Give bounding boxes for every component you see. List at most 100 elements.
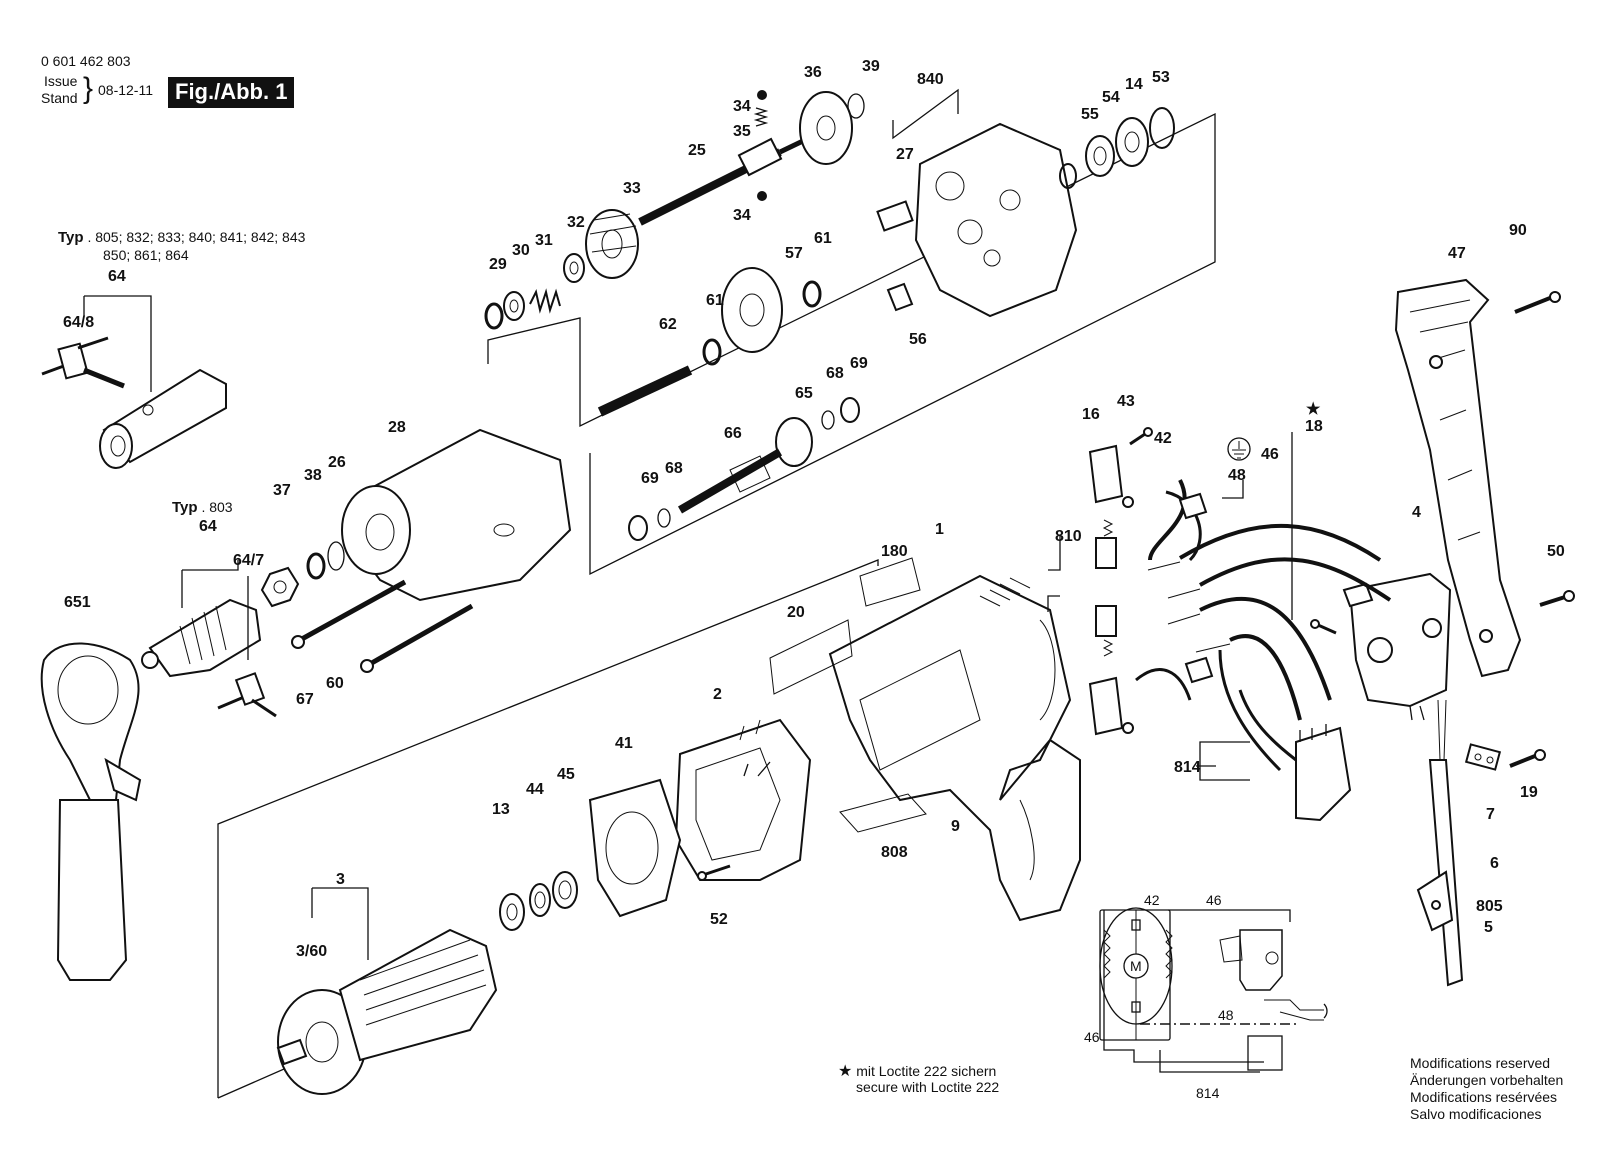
gear-housing-28 (341, 428, 572, 602)
label-66: 66 (724, 425, 742, 442)
decal-180 (859, 557, 921, 607)
part-labels: 34 35 36 39 840 27 55 54 14 53 25 33 34 … (63, 58, 1565, 1101)
label-20: 20 (787, 604, 805, 621)
suppressor-814 (1218, 649, 1352, 822)
chuck-key-64-8 (41, 336, 125, 389)
stand-label: Stand (41, 90, 78, 106)
wiring-harness-46 (1147, 479, 1392, 721)
chuck-64-upper (99, 368, 227, 469)
spindle-62 (597, 365, 693, 417)
bearing-plate-840 (876, 122, 1078, 318)
washer-30 (503, 291, 525, 321)
label-19: 19 (1520, 784, 1538, 801)
side-handle-651 (40, 642, 142, 981)
label-6: 6 (1490, 855, 1499, 872)
schematic-label-46-top: 46 (1206, 892, 1222, 908)
label-25: 25 (688, 142, 706, 159)
loctite-note-en: secure with Loctite 222 (856, 1079, 1000, 1095)
chuck-key-64-7 (217, 672, 277, 718)
label-65: 65 (795, 385, 813, 402)
label-4: 4 (1412, 504, 1421, 521)
wiring-schematic (1099, 907, 1328, 1073)
issue-date: 08-12-11 (98, 82, 154, 98)
washer-44 (529, 883, 551, 917)
label-5: 5 (1484, 919, 1493, 936)
loctite-note: ★ mit Loctite 222 sichern (838, 1063, 996, 1080)
washer-39 (847, 93, 865, 119)
schematic-label-42: 42 (1144, 892, 1160, 908)
label-39: 39 (862, 58, 880, 75)
bearing-69-upper (840, 397, 860, 423)
upper-assembly-outline (487, 112, 1216, 576)
washer-68-upper (821, 410, 835, 430)
fan-baffle-41 (588, 778, 682, 918)
washer-45 (552, 871, 578, 909)
label-43: 43 (1117, 393, 1135, 410)
ball-34-lower (757, 191, 767, 201)
label-44: 44 (526, 781, 544, 798)
label-814: 814 (1174, 759, 1201, 776)
label-180: 180 (881, 543, 908, 560)
sleeve-56 (886, 282, 914, 312)
label-32: 32 (567, 214, 585, 231)
label-68-upper: 68 (826, 365, 844, 382)
label-28: 28 (388, 419, 406, 436)
label-34-lower: 34 (733, 207, 751, 224)
label-7: 7 (1486, 806, 1495, 823)
brace-symbol: } (83, 72, 94, 105)
typ-lower-label: Typ (172, 499, 198, 516)
modifications-block: Modifications reserved Änderungen vorbeh… (1410, 1055, 1563, 1123)
label-31: 31 (535, 232, 553, 249)
lower-assembly-outline (217, 559, 879, 1098)
drill-chuck-64 (141, 598, 262, 678)
washer-54 (1085, 135, 1115, 177)
cable-clamp-7 (1464, 743, 1502, 771)
shaft-66 (677, 448, 783, 514)
label-3-60: 3/60 (296, 943, 327, 960)
label-69-upper: 69 (850, 355, 868, 372)
label-9: 9 (951, 818, 960, 835)
label-60: 60 (326, 675, 344, 692)
retaining-ring-38 (306, 552, 326, 580)
switch-screw (1310, 619, 1337, 635)
label-35: 35 (733, 123, 751, 140)
label-90: 90 (1509, 222, 1527, 239)
seal-26 (327, 541, 345, 571)
washer-55 (1059, 163, 1077, 189)
gear-33 (585, 209, 639, 279)
screw-52 (697, 864, 731, 881)
label-13: 13 (492, 801, 510, 818)
label-52: 52 (710, 911, 728, 928)
label-3: 3 (336, 871, 345, 888)
armature-3 (276, 928, 498, 1095)
label-69-lower: 69 (641, 470, 659, 487)
label-45: 45 (557, 766, 575, 783)
modifications-fr: Modifications resérvées (1410, 1089, 1558, 1105)
label-14: 14 (1125, 76, 1143, 93)
label-27: 27 (896, 146, 914, 163)
label-64-upper: 64 (108, 268, 126, 285)
label-68-lower: 68 (665, 460, 683, 477)
field-coil-2 (674, 718, 812, 881)
ball-34-upper (757, 90, 767, 100)
bearing-13 (499, 893, 525, 931)
label-30: 30 (512, 242, 530, 259)
label-26: 26 (328, 454, 346, 471)
washer-68-lower (657, 508, 671, 528)
modifications-de: Änderungen vorbehalten (1410, 1072, 1564, 1088)
label-808: 808 (881, 844, 908, 861)
screw-90 (1514, 291, 1561, 314)
label-33: 33 (623, 180, 641, 197)
label-34-upper: 34 (733, 98, 751, 115)
label-64-lower: 64 (199, 518, 217, 535)
typ-lower: Typ . 803 (172, 498, 233, 517)
label-54: 54 (1102, 89, 1120, 106)
schematic-label-814: 814 (1196, 1085, 1220, 1101)
label-64-7: 64/7 (233, 552, 264, 569)
label-53: 53 (1152, 69, 1170, 86)
spring-35 (753, 107, 769, 127)
part-number: 0 601 462 803 (41, 53, 131, 69)
label-61-upper: 61 (814, 230, 832, 247)
schematic-label-46-left: 46 (1084, 1029, 1100, 1045)
modifications-es: Salvo modificaciones (1410, 1106, 1542, 1122)
